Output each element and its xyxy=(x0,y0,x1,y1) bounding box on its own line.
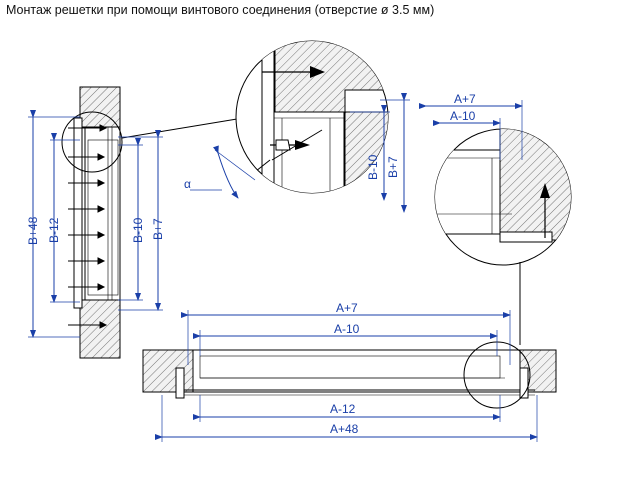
detail-circle xyxy=(61,111,123,173)
horizontal-section-view xyxy=(142,341,557,409)
dim-a-minus-10-bottom: A-10 xyxy=(334,322,360,336)
dim-b-plus-7-left: B+7 xyxy=(151,218,165,240)
dim-a-plus-48: A+48 xyxy=(330,422,359,436)
dim-a-plus-7-bottom: A+7 xyxy=(336,301,358,315)
vertical-section-view xyxy=(61,86,244,359)
wall-left xyxy=(142,349,194,393)
zoom-detail-right xyxy=(434,128,572,345)
angle-alpha-label: α xyxy=(184,177,191,191)
dim-b-plus-7-mid: B+7 xyxy=(386,156,400,178)
left-dimensions: B+48 B-12 B-10 B+7 xyxy=(26,110,165,338)
grille-body xyxy=(84,126,121,301)
middle-dimensions: B-10 B+7 xyxy=(350,93,410,213)
right-top-dimensions: A+7 A-10 xyxy=(419,92,523,160)
dim-a-minus-12: A-12 xyxy=(330,402,356,416)
dim-a-minus-10-top: A-10 xyxy=(450,109,476,123)
dim-b-minus-10-mid: B-10 xyxy=(366,154,380,180)
wall-bottom xyxy=(79,299,121,359)
drawing-title: Монтаж решетки при помощи винтового соед… xyxy=(6,3,435,17)
bottom-dimensions: A+7 A-10 A-12 A+48 xyxy=(155,301,538,442)
dim-b-minus-10-left: B-10 xyxy=(131,217,145,243)
dim-a-plus-7-top: A+7 xyxy=(454,92,476,106)
screw-icons xyxy=(68,124,108,329)
dim-b-plus-48: B+48 xyxy=(26,216,40,245)
dim-b-minus-12: B-12 xyxy=(47,217,61,243)
